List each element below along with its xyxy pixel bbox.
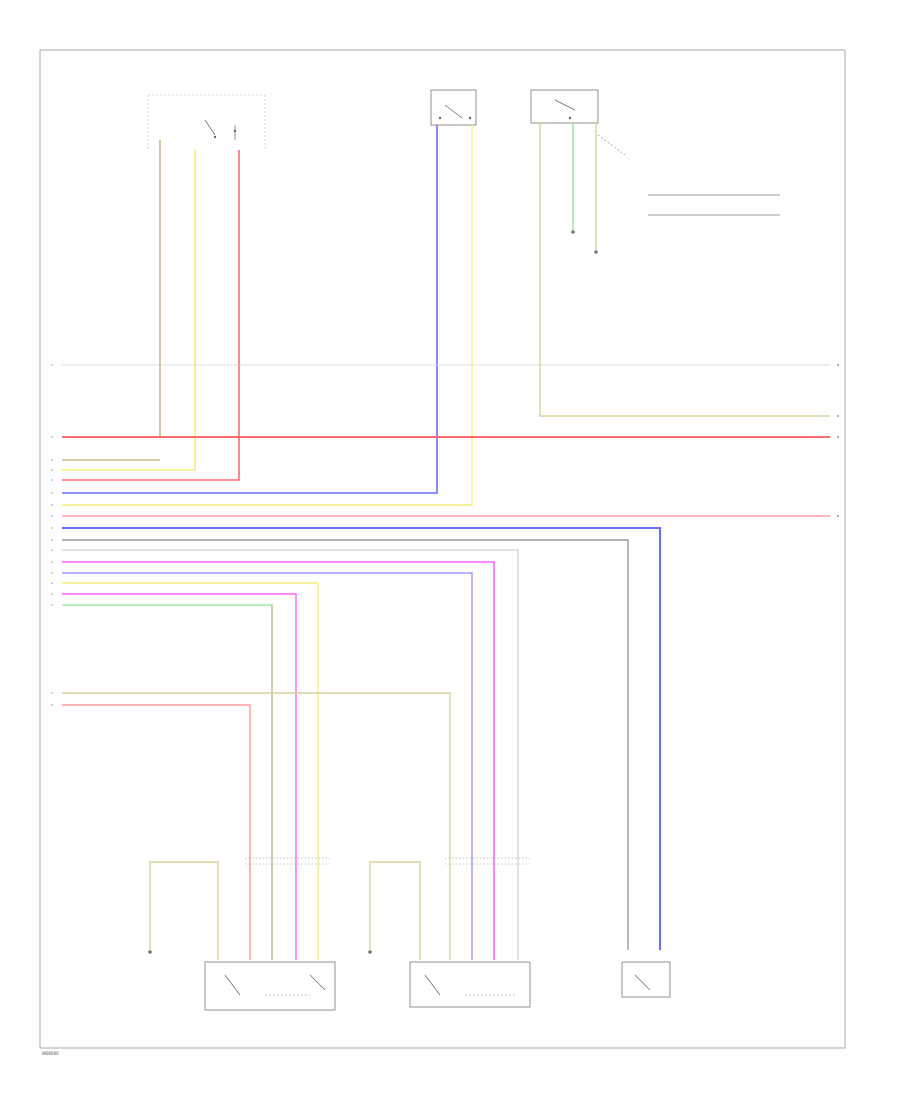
bus-blue-lower bbox=[62, 527, 661, 950]
top-right-switch bbox=[530, 89, 626, 156]
diagram-border bbox=[39, 49, 846, 1049]
bus-gray-lower bbox=[62, 539, 629, 950]
wire-olive-top-right bbox=[539, 123, 830, 417]
bottom-right-component bbox=[621, 961, 671, 998]
bus-index-marks bbox=[51, 364, 53, 706]
connector-row-left bbox=[245, 857, 330, 865]
bus-magenta-lower bbox=[62, 561, 495, 960]
wire-olive-bottom-left bbox=[149, 861, 219, 960]
bus-pink-lower-1 bbox=[62, 704, 251, 960]
wire-blue-top-middle bbox=[62, 125, 438, 494]
bus-green-lower bbox=[62, 604, 273, 960]
bus-end-markers bbox=[837, 364, 839, 517]
bus-yellow-lower bbox=[62, 582, 319, 960]
top-middle-switch bbox=[430, 89, 477, 126]
wire-yellow-top-left bbox=[62, 150, 196, 471]
legend-notes bbox=[648, 194, 780, 216]
bus-lightgray-lower bbox=[62, 549, 519, 960]
connector-row-right bbox=[445, 857, 530, 865]
bottom-middle-switch-module bbox=[409, 961, 531, 1008]
top-left-switch bbox=[147, 94, 266, 150]
bus-tan-lower-1 bbox=[62, 692, 451, 960]
wire-red-top-left bbox=[62, 150, 240, 481]
diagram-id: W00000 bbox=[42, 1051, 59, 1056]
bus-blue-lower-2 bbox=[62, 572, 473, 960]
wire-lightyellow-top-middle bbox=[62, 125, 473, 506]
wire-olive-bottom-mid bbox=[369, 861, 421, 960]
bottom-left-switch-module bbox=[204, 961, 336, 1011]
bus-magenta-lower-2 bbox=[62, 593, 297, 960]
